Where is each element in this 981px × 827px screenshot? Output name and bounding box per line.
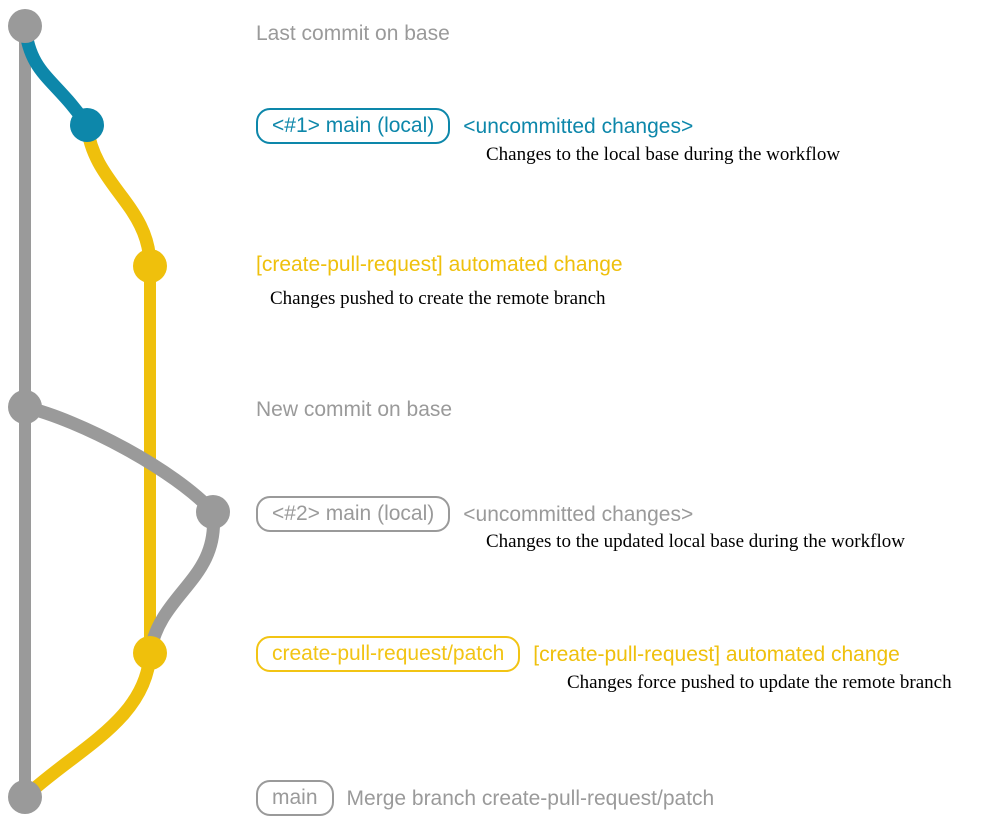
commit-node-base-last-commit[interactable]: [8, 9, 42, 43]
commit-message-local-uncommitted-1: <uncommitted changes>: [463, 114, 694, 138]
commit-node-base-new-commit[interactable]: [8, 390, 42, 424]
remote-branch-curve-1: [80, 118, 157, 273]
branch-pill-local-1[interactable]: <#1> main (local): [256, 108, 451, 145]
commit-description-automated-change-1: Changes pushed to create the remote bran…: [270, 288, 606, 309]
commit-message-automated-change-1: [create-pull-request] automated change: [256, 253, 623, 276]
commit-node-local-1[interactable]: [70, 108, 104, 142]
commit-message-merge: Merge branch create-pull-request/patch: [346, 786, 715, 810]
branch-pill-local-2[interactable]: <#2> main (local): [256, 496, 451, 533]
commit-message-new-commit-on-base: New commit on base: [256, 398, 453, 421]
row-new-commit-on-base: New commit on base: [256, 398, 452, 421]
commit-description-local-uncommitted-2: Changes to the updated local base during…: [486, 531, 905, 552]
row-local-uncommitted-1: <#1> main (local) <uncommitted changes>: [256, 108, 694, 145]
local-branch-curve-2: [18, 400, 220, 519]
commit-message-last-commit-on-base: Last commit on base: [256, 22, 450, 45]
commit-node-local-2[interactable]: [196, 495, 230, 529]
row-local-uncommitted-2: <#2> main (local) <uncommitted changes>: [256, 496, 694, 533]
row-automated-change-1: [create-pull-request] automated change: [256, 253, 623, 276]
row-last-commit-on-base: Last commit on base: [256, 22, 450, 45]
commit-description-local-uncommitted-1: Changes to the local base during the wor…: [486, 144, 841, 165]
commit-description-automated-change-2: Changes force pushed to update the remot…: [567, 672, 952, 693]
commit-message-local-uncommitted-2: <uncommitted changes>: [463, 502, 694, 526]
merge-curve: [18, 646, 157, 804]
row-automated-change-2: create-pull-request/patch [create-pull-r…: [256, 636, 900, 673]
branch-pill-main[interactable]: main: [256, 780, 334, 817]
local-to-remote-curve-2: [143, 505, 221, 660]
commit-node-merge[interactable]: [8, 780, 42, 814]
commit-node-remote-patch-1[interactable]: [133, 249, 167, 283]
branch-pill-create-pull-request-patch[interactable]: create-pull-request/patch: [256, 636, 521, 673]
row-merge-commit: main Merge branch create-pull-request/pa…: [256, 780, 715, 817]
commit-message-automated-change-2: [create-pull-request] automated change: [533, 642, 900, 666]
commit-node-remote-patch-2[interactable]: [133, 636, 167, 670]
